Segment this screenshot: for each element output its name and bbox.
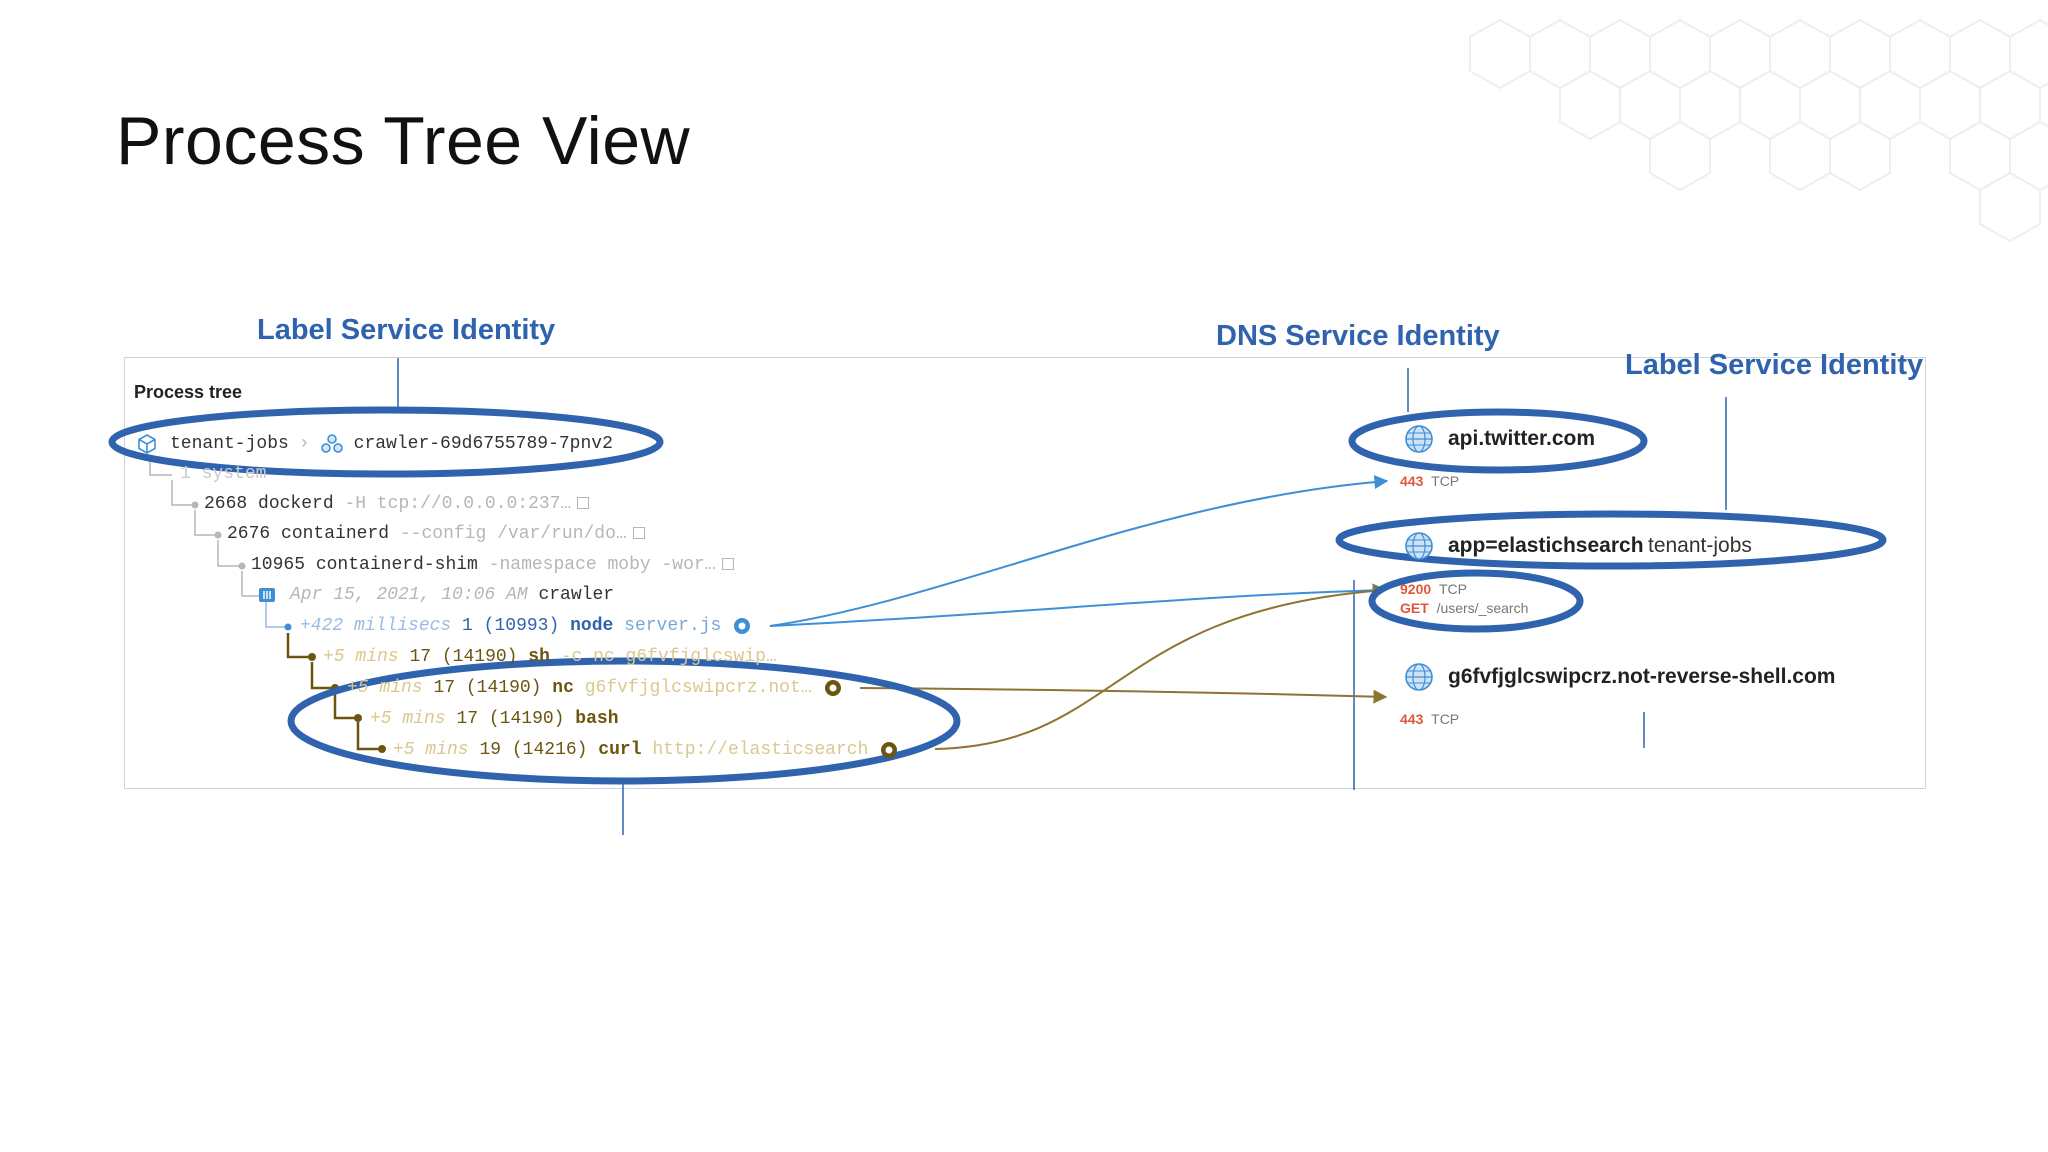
breadcrumb-separator: ›	[298, 434, 310, 454]
port-info: 443 TCP	[1400, 711, 1460, 727]
container-timestamp: Apr 15, 2021, 10:06 AM	[290, 585, 528, 605]
connection-icon[interactable]	[824, 679, 842, 697]
port-info: 443 TCP	[1400, 473, 1460, 489]
tree-row[interactable]: 2668 dockerd -H tcp://0.0.0.0:237…	[204, 494, 590, 514]
destination-elasticsearch[interactable]: app=elastichsearch tenant-jobs	[1404, 531, 1752, 561]
connection-icon[interactable]	[880, 741, 898, 759]
destination-reverse-shell[interactable]: g6fvfjglcswipcrz.not-reverse-shell.com	[1404, 662, 1835, 692]
hexagon-pattern	[1469, 18, 2048, 243]
details-icon[interactable]	[721, 558, 734, 571]
globe-icon	[1405, 425, 1433, 453]
slide-title: Process Tree View	[116, 103, 691, 179]
http-request-info: GET /users/_search	[1400, 600, 1529, 616]
tree-row-bash[interactable]: +5 mins 17 (14190) bash	[370, 709, 619, 729]
globe-icon	[1405, 532, 1433, 560]
breadcrumb-pod[interactable]: crawler-69d6755789-7pnv2	[353, 434, 613, 454]
container-row[interactable]: Apr 15, 2021, 10:06 AM crawler	[258, 585, 614, 605]
globe-icon	[1405, 663, 1433, 691]
tree-row-nc[interactable]: +5 mins 17 (14190) nc g6fvfjglcswipcrz.n…	[347, 678, 842, 698]
callout-label-service-identity-left: Label Service Identity	[257, 314, 556, 346]
cube-icon	[138, 434, 156, 454]
tree-row-sh[interactable]: +5 mins 17 (14190) sh -c nc g6fvfjglcswi…	[323, 647, 777, 667]
port-info: 9200 TCP	[1400, 581, 1467, 597]
pods-icon	[320, 434, 343, 453]
tree-row[interactable]: 10965 containerd-shim -namespace moby -w…	[251, 555, 734, 575]
breadcrumb: tenant-jobs › crawler-69d6755789-7pnv2	[136, 430, 613, 458]
connection-icon[interactable]	[733, 617, 751, 635]
tree-row-curl[interactable]: +5 mins 19 (14216) curl http://elasticse…	[393, 740, 898, 760]
container-icon	[259, 588, 275, 602]
tree-row[interactable]: 2676 containerd --config /var/run/do…	[227, 524, 645, 544]
panel-header: Process tree	[134, 382, 243, 402]
container-name: crawler	[538, 585, 615, 605]
details-icon[interactable]	[577, 497, 590, 510]
callout-dns-service-identity: DNS Service Identity	[1216, 320, 1500, 352]
callout-label-service-identity-right: Label Service Identity	[1625, 349, 1924, 381]
destination-twitter[interactable]: api.twitter.com	[1404, 424, 1595, 454]
breadcrumb-namespace[interactable]: tenant-jobs	[170, 434, 289, 454]
tree-row[interactable]: 1 system	[180, 464, 267, 484]
details-icon[interactable]	[632, 527, 645, 540]
tree-row-node[interactable]: +422 millisecs 1 (10993) node server.js	[300, 616, 751, 636]
